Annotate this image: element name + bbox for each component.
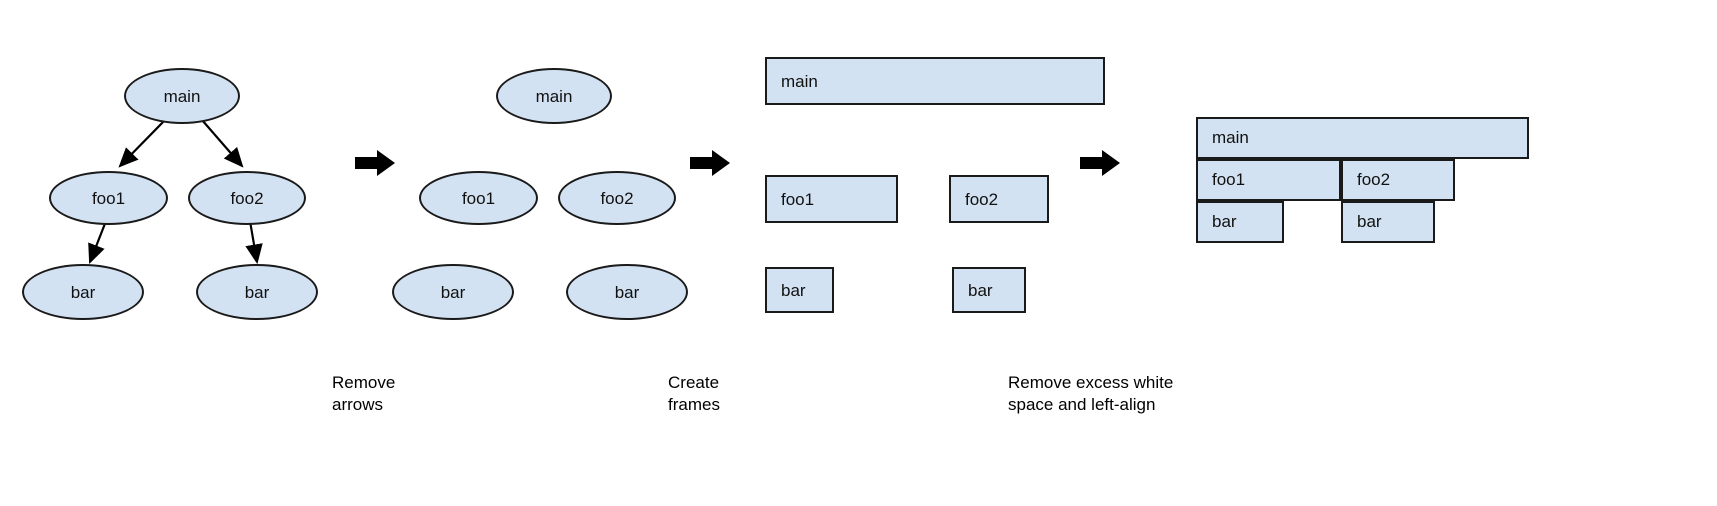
- tree-node-bar1-label: bar: [70, 282, 96, 302]
- edge-foo2-bar: [245, 220, 263, 265]
- edge-main-foo1: [118, 119, 166, 168]
- flame-node-main[interactable]: main: [1196, 117, 1529, 159]
- tree-node-main[interactable]: main: [124, 68, 240, 124]
- frame-node-bar2-label: bar: [968, 280, 993, 300]
- caption-remove-arrows: Remove arrows: [332, 373, 396, 414]
- step-arrow-1: [355, 150, 395, 176]
- frame-node-foo1[interactable]: foo1: [765, 175, 898, 223]
- caption-create-frames: Create frames: [668, 373, 720, 414]
- step-arrow-2: [690, 150, 730, 176]
- flame-node-foo2-label: foo2: [1357, 170, 1391, 189]
- flame-node-bar2[interactable]: bar: [1341, 201, 1435, 243]
- frame-node-main-label: main: [781, 71, 818, 91]
- noarrow-node-main-label: main: [535, 86, 573, 106]
- tree-node-bar1[interactable]: bar: [22, 264, 144, 320]
- flame-node-foo2[interactable]: foo2: [1341, 159, 1455, 201]
- noarrow-node-main[interactable]: main: [496, 68, 612, 124]
- flame-node-main-label: main: [1212, 128, 1249, 147]
- flame-node-bar1-label: bar: [1212, 212, 1237, 231]
- tree-node-foo1[interactable]: foo1: [49, 171, 168, 225]
- tree-node-main-label: main: [163, 86, 201, 106]
- frame-node-bar1[interactable]: bar: [765, 267, 834, 313]
- noarrow-node-foo2[interactable]: foo2: [558, 171, 676, 225]
- noarrow-node-foo2-label: foo2: [600, 188, 634, 208]
- edge-main-foo2: [201, 119, 244, 168]
- tree-node-bar2-label: bar: [244, 282, 270, 302]
- tree-node-foo2[interactable]: foo2: [188, 171, 306, 225]
- frame-node-foo2[interactable]: foo2: [949, 175, 1049, 223]
- edge-foo1-bar: [88, 220, 108, 265]
- noarrow-node-bar1[interactable]: bar: [392, 264, 514, 320]
- noarrow-node-bar2[interactable]: bar: [566, 264, 688, 320]
- noarrow-node-foo1[interactable]: foo1: [419, 171, 538, 225]
- tree-node-foo2-label: foo2: [230, 188, 264, 208]
- flame-node-bar1[interactable]: bar: [1196, 201, 1284, 243]
- frame-node-main[interactable]: main: [765, 57, 1105, 105]
- tree-node-foo1-label: foo1: [91, 188, 126, 208]
- caption-remove-whitespace: Remove excess white space and left-align: [1008, 373, 1174, 414]
- frame-node-foo2-label: foo2: [965, 189, 999, 209]
- flame-node-bar2-label: bar: [1357, 212, 1382, 231]
- step-arrow-3: [1080, 150, 1120, 176]
- noarrow-node-bar1-label: bar: [440, 282, 466, 302]
- frame-node-foo1-label: foo1: [781, 189, 815, 209]
- noarrow-node-bar2-label: bar: [614, 282, 640, 302]
- frame-node-bar2[interactable]: bar: [952, 267, 1026, 313]
- tree-node-bar2[interactable]: bar: [196, 264, 318, 320]
- flame-node-foo1-label: foo1: [1212, 170, 1246, 189]
- noarrow-node-foo1-label: foo1: [461, 188, 496, 208]
- frame-node-bar1-label: bar: [781, 280, 806, 300]
- flame-node-foo1[interactable]: foo1: [1196, 159, 1341, 201]
